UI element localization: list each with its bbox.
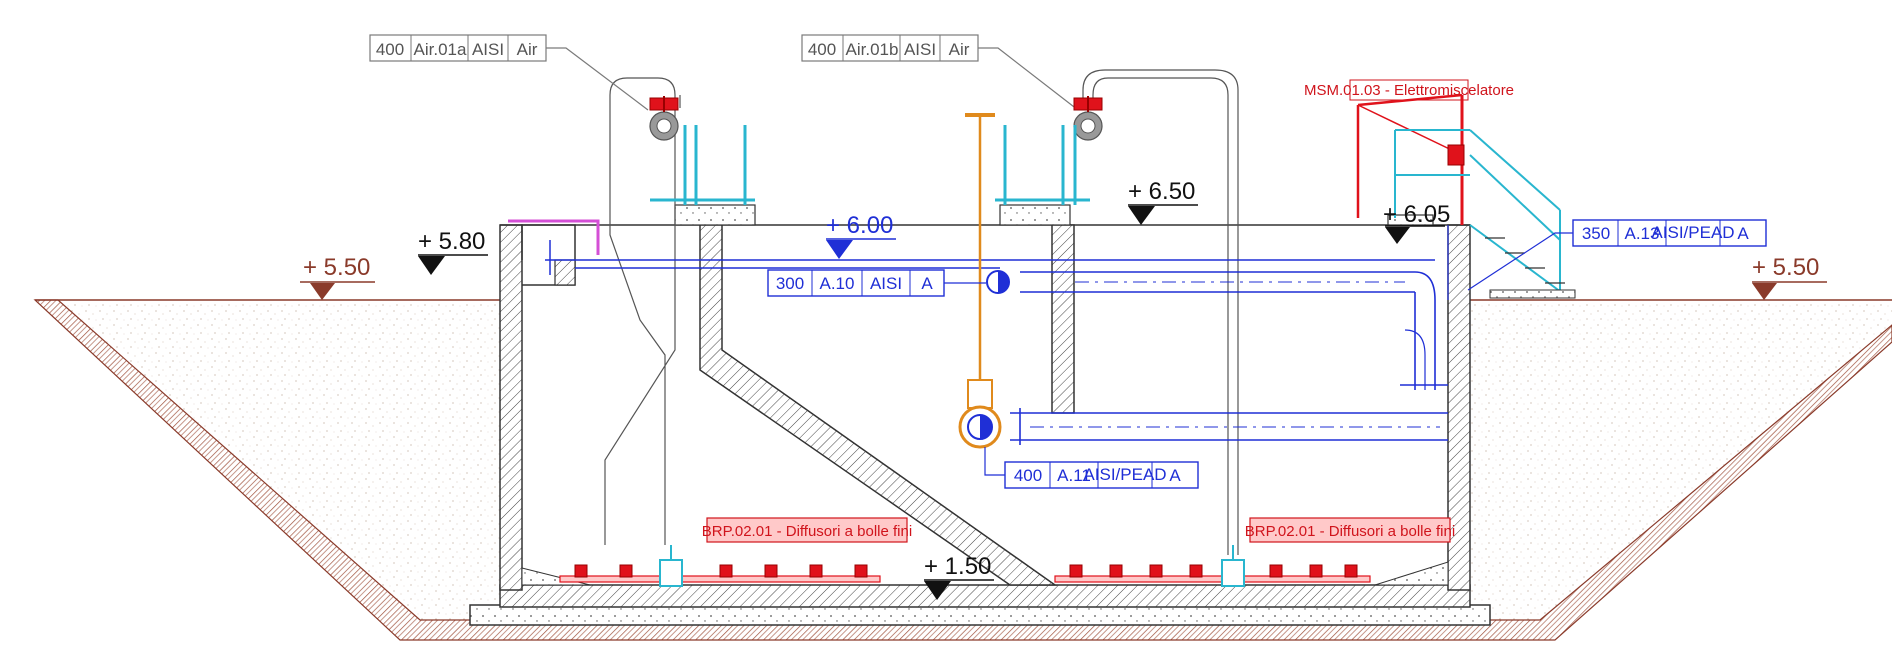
diffuser-icon	[764, 564, 778, 578]
air-tag-01b-fluid: Air	[949, 40, 970, 59]
level-marker-icon	[310, 283, 335, 300]
pipe-tag-a13-fluid: A	[1737, 224, 1749, 243]
diffuser-icon	[1109, 564, 1123, 578]
air-tag-01a-material: AISI	[472, 40, 504, 59]
level-stair: + 6.05	[1383, 201, 1450, 244]
pipe-tag-a10-size: 300	[776, 274, 804, 293]
gate-valve-icon	[958, 113, 1002, 449]
diffuser-label-left: BRP.02.01 - Diffusori a bolle fini	[702, 523, 912, 540]
air-tag-01b-size: 400	[808, 40, 836, 59]
pipe-tag-a11-fluid: A	[1169, 466, 1181, 485]
level-ground-left: + 5.50	[300, 254, 375, 300]
air-tag-01a-size: 400	[376, 40, 404, 59]
pipe-tag-a13: 350 A.13 AISI/PEAD A	[1467, 219, 1767, 291]
pipe-tag-a11-code: A.11	[1057, 466, 1091, 485]
air-tag-01b-material: AISI	[904, 40, 936, 59]
air-tag-01b: 400 Air.01b AISI Air	[801, 34, 1079, 111]
level-platform-text: + 6.50	[1128, 178, 1195, 205]
level-platform: + 6.50	[1128, 178, 1198, 225]
diffuser-icon	[1309, 564, 1323, 578]
pipe-tag-a10-code: A.10	[820, 274, 855, 293]
pipe-tag-a10-material: AISI	[870, 274, 902, 293]
level-marker-icon	[826, 240, 853, 259]
diffuser-icon	[1189, 564, 1203, 578]
diffuser-icon	[809, 564, 823, 578]
diffuser-icon	[1269, 564, 1283, 578]
level-bottom: + 1.50	[924, 553, 994, 600]
level-marker-icon	[1128, 206, 1155, 225]
pipe-tag-a11: 400 A.11 AISI/PEAD A	[984, 447, 1199, 489]
diffuser-icon	[574, 564, 588, 578]
level-water: + 6.00	[826, 212, 896, 259]
level-wall-top: + 5.80	[418, 228, 488, 275]
level-wall-top-text: + 5.80	[418, 228, 485, 255]
air-tag-01a-code: Air.01a	[414, 40, 467, 59]
pipe-tag-a13-size: 350	[1582, 224, 1610, 243]
diffuser-icon	[1069, 564, 1083, 578]
diffuser-icon	[854, 564, 868, 578]
pipe-fitting-icon	[986, 270, 1010, 294]
blue-pipes	[545, 225, 1449, 445]
air-tag-01a-fluid: Air	[517, 40, 538, 59]
diffuser-grid-right	[1054, 545, 1371, 587]
air-pipes	[604, 69, 1239, 555]
level-water-text: + 6.00	[826, 212, 893, 239]
diffuser-icon	[1344, 564, 1358, 578]
air-tag-01a: 400 Air.01a AISI Air	[369, 34, 649, 111]
pipe-tag-a10-fluid: A	[921, 274, 933, 293]
pipe-tag-a11-size: 400	[1014, 466, 1042, 485]
pipe-tag-a11-material: AISI/PEAD	[1083, 465, 1166, 484]
level-stair-text: + 6.05	[1383, 201, 1450, 228]
diffuser-icon	[719, 564, 733, 578]
pipe-tag-a10: 300 A.10 AISI A	[767, 269, 986, 297]
level-ground-right-text: + 5.50	[1752, 254, 1819, 281]
diffuser-grid-left	[559, 545, 881, 587]
level-marker-icon	[924, 581, 951, 600]
diffuser-label-right-box: BRP.02.01 - Diffusori a bolle fini	[1245, 517, 1455, 543]
level-bottom-text: + 1.50	[924, 553, 991, 580]
valve-icon	[1073, 96, 1103, 141]
air-tag-01b-code: Air.01b	[846, 40, 899, 59]
pipe-tag-a13-code: A.13	[1625, 224, 1660, 243]
diffuser-icon	[619, 564, 633, 578]
level-ground-left-text: + 5.50	[303, 254, 370, 281]
mixer-platform	[1349, 79, 1576, 299]
inlet-channel-marker	[508, 219, 600, 255]
valve-icon	[649, 96, 679, 141]
diffuser-label-right: BRP.02.01 - Diffusori a bolle fini	[1245, 523, 1455, 540]
level-ground-right: + 5.50	[1752, 254, 1827, 300]
level-marker-icon	[1752, 283, 1777, 300]
mixer-label: MSM.01.03 - Elettromiscelatore	[1304, 82, 1514, 99]
diffuser-label-left-box: BRP.02.01 - Diffusori a bolle fini	[702, 517, 912, 543]
excavation	[33, 299, 1892, 641]
pipe-tag-a13-material: AISI/PEAD	[1651, 223, 1734, 242]
level-marker-icon	[1385, 227, 1410, 244]
support-posts	[650, 125, 1090, 205]
diffuser-icon	[1149, 564, 1163, 578]
level-marker-icon	[418, 256, 445, 275]
